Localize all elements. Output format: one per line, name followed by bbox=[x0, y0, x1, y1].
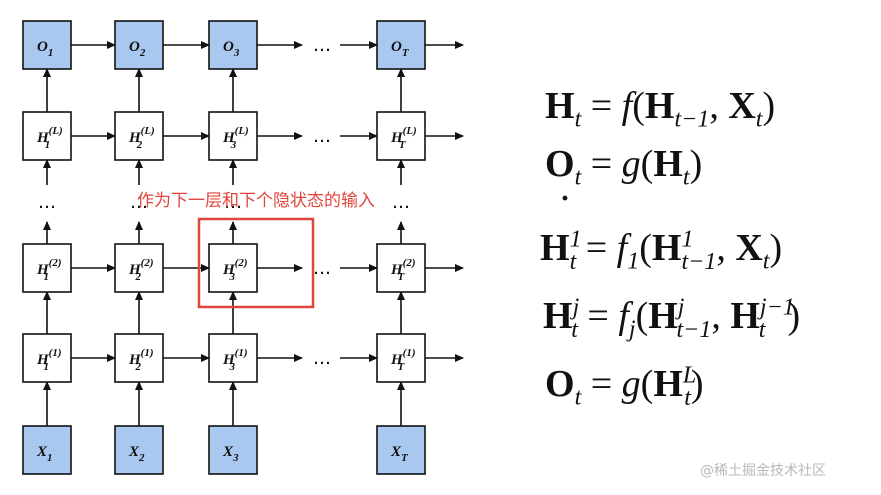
equation-3: H1t = f1(H1t−1, Xt) bbox=[540, 226, 783, 275]
layer-ellipsis: … bbox=[392, 192, 410, 213]
output-labels-box-2 bbox=[114, 20, 164, 70]
input-labels-label-3: X3 bbox=[222, 444, 239, 464]
input-labels-box-1 bbox=[22, 425, 72, 475]
output-labels-box-4 bbox=[376, 20, 426, 70]
input-labels-box-4 bbox=[376, 425, 426, 475]
hidden-layer-L-box-2 bbox=[114, 111, 164, 161]
equation-4: Hjt = fj(Hjt−1, Hj−1t) bbox=[543, 294, 801, 343]
layer-ellipsis: … bbox=[130, 192, 148, 213]
hidden-layer-2-box-1 bbox=[22, 243, 72, 293]
hidden-layer-L-label-2: H(L)2 bbox=[128, 125, 155, 151]
highlight-box bbox=[197, 217, 315, 309]
hidden-layer-2-label-2: H(2)2 bbox=[128, 257, 154, 283]
equation-1: Ht = f(Ht−1, Xt) bbox=[545, 85, 776, 133]
hidden-layer-L-box-1 bbox=[22, 111, 72, 161]
hidden-layer-1-label-2: H(1)2 bbox=[128, 347, 154, 373]
input-labels-label-1: X1 bbox=[36, 444, 53, 464]
layer-ellipsis: … bbox=[38, 192, 56, 213]
equation-5: Ot = g(HLt) bbox=[545, 362, 704, 411]
hidden-layer-L-label-3: H(L)3 bbox=[222, 125, 249, 151]
input-labels-box-2 bbox=[114, 425, 164, 475]
input-labels-box-3 bbox=[208, 425, 258, 475]
input-labels-label-4: XT bbox=[390, 444, 409, 464]
hidden-layer-2-label-4: H(2)T bbox=[390, 257, 416, 283]
layer-ellipsis: … bbox=[224, 192, 242, 213]
annotation-text: 作为下一层和下个隐状态的输入 bbox=[137, 191, 375, 211]
row-ellipsis: … bbox=[313, 35, 331, 56]
hidden-layer-L-box-4 bbox=[376, 111, 426, 161]
hidden-layer-2-box-3 bbox=[208, 243, 258, 293]
output-labels-box-3 bbox=[208, 20, 258, 70]
hidden-layer-2-label-3: H(2)3 bbox=[222, 257, 248, 283]
diagram-ellipses: … … … … … … … … bbox=[38, 35, 410, 369]
hidden-layer-1-box-2 bbox=[114, 333, 164, 383]
output-labels-label-1: O1 bbox=[37, 39, 53, 59]
output-labels-label-3: O3 bbox=[223, 39, 240, 59]
equation-2: Ot = g(Ht) bbox=[545, 143, 703, 191]
output-labels-label-4: OT bbox=[391, 39, 410, 59]
hidden-layer-L-box-3 bbox=[208, 111, 258, 161]
hidden-layer-1-box-1 bbox=[22, 333, 72, 383]
watermark: @稀土掘金技术社区 bbox=[700, 463, 826, 479]
row-ellipsis: … bbox=[313, 126, 331, 147]
hidden-layer-1-label-3: H(1)3 bbox=[222, 347, 248, 373]
hidden-layer-L-label-4: H(L)T bbox=[390, 125, 417, 151]
output-labels-label-2: O2 bbox=[129, 39, 146, 59]
hidden-layer-L-label-1: H(L)1 bbox=[36, 125, 63, 151]
hidden-layer-2-box-2 bbox=[114, 243, 164, 293]
hidden-layer-1-box-4 bbox=[376, 333, 426, 383]
row-ellipsis: … bbox=[313, 348, 331, 369]
hidden-layer-2-box-4 bbox=[376, 243, 426, 293]
hidden-layer-2-label-1: H(2)1 bbox=[36, 257, 62, 283]
hidden-layer-1-label-4: H(1)T bbox=[390, 347, 416, 373]
equation-dot: · bbox=[560, 182, 571, 215]
hidden-layer-1-label-1: H(1)1 bbox=[36, 347, 62, 373]
hidden-layer-1-box-3 bbox=[208, 333, 258, 383]
input-labels-label-2: X2 bbox=[128, 444, 145, 464]
diagram-arrows bbox=[43, 41, 464, 426]
output-labels-box-1 bbox=[22, 20, 72, 70]
row-ellipsis: … bbox=[313, 258, 331, 279]
